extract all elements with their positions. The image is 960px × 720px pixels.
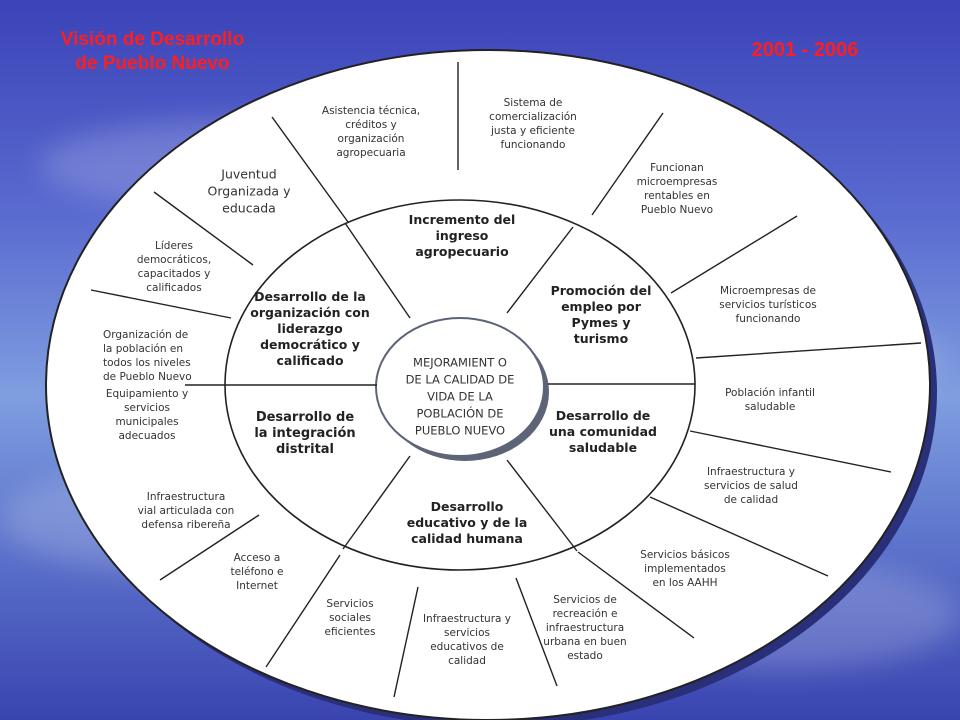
inner-divider [506, 459, 578, 552]
outer-divider [515, 577, 558, 687]
outer-divider [577, 551, 695, 639]
axis-education: Desarrollo educativo y de la calidad hum… [406, 499, 528, 546]
period-label: 2001 - 2006 [751, 39, 859, 61]
outcome-commercialization: Sistema de comercialización justa y efic… [489, 97, 577, 151]
outer-divider [649, 496, 829, 577]
axis-agro-income: Incremento del ingreso agropecuario [408, 212, 516, 259]
outcome-technical-assistance: Asistencia técnica, créditos y organizac… [321, 105, 421, 159]
outer-divider [271, 116, 349, 223]
outcome-child-health: Población infantil saludable [725, 387, 815, 413]
outcome-social-services: Servicios sociales eficientes [324, 598, 376, 638]
outer-divider [689, 430, 892, 473]
outcome-municipal-equipment: Equipamiento y servicios municipales ade… [105, 388, 189, 442]
inner-divider [506, 226, 574, 314]
outer-divider [393, 586, 419, 698]
inner-divider [342, 455, 411, 550]
outcome-tourism: Microempresas de servicios turísticos fu… [719, 285, 817, 325]
axis-employment: Promoción del empleo por Pymes y turismo [550, 283, 652, 346]
inner-dividers [185, 222, 695, 552]
outcome-democratic-leaders: Líderes democráticos, capacitados y cali… [136, 240, 212, 294]
outcome-road-infrastructure: Infraestructura vial articulada con defe… [137, 491, 235, 531]
outcome-basic-services: Servicios básicos implementados en los A… [640, 549, 730, 589]
outer-divider [159, 514, 260, 581]
outer-divider [670, 215, 798, 294]
outcome-phone-internet: Acceso a teléfono e Internet [230, 552, 284, 592]
outcome-population-organization: Organización de la población en todos lo… [103, 329, 192, 383]
inner-divider [344, 222, 411, 319]
outcome-youth: Juventud Organizada y educada [207, 166, 291, 216]
title-line-2: de Pueblo Nuevo [75, 53, 230, 74]
outer-divider [90, 289, 232, 319]
outer-divider [591, 112, 664, 216]
outcome-microenterprises: Funcionan microempresas rentables en Pue… [636, 162, 718, 216]
outcome-education-infrastructure: Infraestructura y servicios educativos d… [422, 613, 512, 667]
axis-district-integration: Desarrollo de la integración distrital [254, 410, 356, 457]
outer-divider [695, 342, 922, 359]
outer-divider [153, 191, 254, 266]
axis-organization: Desarrollo de la organización con lidera… [250, 289, 370, 368]
central-goal: MEJORAMIENT O DE LA CALIDAD DE VIDA DE L… [405, 355, 515, 438]
outer-dividers [90, 62, 922, 698]
outcome-recreation: Servicios de recreación e infraestructur… [543, 594, 627, 662]
center-ellipse [375, 317, 545, 457]
outer-divider [265, 554, 341, 668]
title-line-1: Visión de Desarrollo [60, 29, 245, 50]
axis-healthy-community: Desarrollo de una comunidad saludable [548, 408, 658, 455]
outcome-health-infrastructure: Infraestructura y servicios de salud de … [704, 466, 798, 506]
diagram-title: Visión de Desarrollo de Pueblo Nuevo [30, 28, 275, 76]
